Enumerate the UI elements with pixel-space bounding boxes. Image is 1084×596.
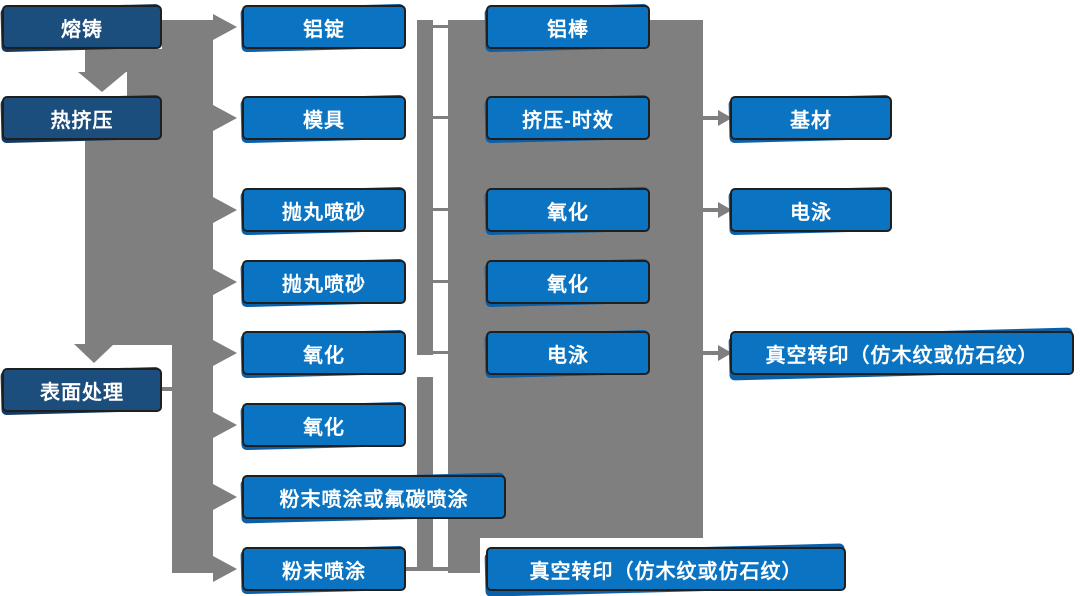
panel-arrow-stem-vacuum-transfer (703, 351, 718, 355)
connector-left-band-top (85, 49, 172, 72)
rail-arrow-to-aluminum-ingot (213, 14, 237, 40)
node-powder-coating: 粉末喷涂 (242, 547, 406, 591)
node-oxidation-4: 氧化 (486, 260, 650, 304)
rail-arrow-to-oxidation-2 (213, 412, 237, 438)
node-shot-blast-1: 抛丸喷砂 (242, 188, 406, 232)
node-powder-or-fluorocarbon-coating: 粉末喷涂或氟碳喷涂 (242, 475, 506, 519)
down-arrow-to-hot-extrusion (78, 72, 126, 92)
tick-mid-rail-row4 (433, 280, 448, 283)
node-vacuum-transfer-1: 真空转印（仿木纹或仿石纹） (486, 547, 846, 591)
panel-arrow-stem-electrophoresis (703, 208, 718, 212)
node-shot-blast-2: 抛丸喷砂 (242, 260, 406, 304)
node-label: 粉末喷涂或氟碳喷涂 (279, 488, 469, 511)
node-label: 电泳 (547, 344, 589, 367)
node-label: 基材 (790, 109, 832, 132)
connector-center-panel-strip (448, 538, 480, 573)
tick-mid-rail-row3 (433, 208, 448, 211)
tick-powder-to-vacuum (406, 567, 448, 571)
tick-mid-rail-row2 (433, 116, 448, 119)
tick-mid-rail-row1 (433, 25, 448, 28)
node-oxidation-2: 氧化 (242, 403, 406, 447)
node-label: 氧化 (303, 344, 345, 367)
node-label: 真空转印（仿木纹或仿石纹） (529, 560, 803, 583)
node-label: 氧化 (547, 273, 589, 296)
rail-arrow-to-powder-coating (213, 556, 237, 582)
rail-arrow-to-mold (213, 105, 237, 131)
node-hot-extrusion: 热挤压 (2, 96, 162, 140)
node-label: 抛丸喷砂 (282, 201, 366, 224)
node-label: 氧化 (303, 416, 345, 439)
node-label: 挤压-时效 (522, 109, 614, 132)
node-vacuum-transfer-2: 真空转印（仿木纹或仿石纹） (730, 331, 1074, 375)
connector-melting-to-rail (162, 20, 174, 49)
node-extrusion-aging: 挤压-时效 (486, 96, 650, 140)
node-label: 真空转印（仿木纹或仿石纹） (765, 344, 1039, 367)
node-melting-casting: 熔铸 (2, 5, 162, 49)
down-arrow-to-surface-treatment (74, 344, 114, 363)
node-label: 热挤压 (50, 109, 114, 132)
rail-arrow-to-shot-blast-1 (213, 197, 237, 223)
rail-arrow-to-shot-blast-2 (213, 269, 237, 295)
rail-arrow-to-powder-fluorocarbon (213, 484, 237, 510)
node-label: 粉末喷涂 (282, 560, 366, 583)
node-label: 熔铸 (61, 18, 103, 41)
node-electrophoresis-2: 电泳 (730, 188, 892, 232)
node-label: 铝锭 (303, 18, 345, 41)
node-oxidation-3: 氧化 (486, 188, 650, 232)
node-label: 表面处理 (40, 381, 124, 404)
node-surface-treatment: 表面处理 (2, 368, 162, 412)
node-label: 氧化 (547, 201, 589, 224)
node-electrophoresis-1: 电泳 (486, 331, 650, 375)
tick-mid-rail-row5 (433, 351, 448, 354)
rail-arrow-to-oxidation-1 (213, 340, 237, 366)
node-aluminum-ingot: 铝锭 (242, 5, 406, 49)
node-label: 模具 (303, 109, 345, 132)
connector-mid-rail-upper (417, 20, 433, 355)
node-base-material: 基材 (730, 96, 892, 140)
connector-left-band-mid (127, 72, 172, 98)
node-oxidation-1: 氧化 (242, 331, 406, 375)
connector-surface-to-rail (162, 387, 174, 391)
node-label: 电泳 (790, 201, 832, 224)
node-aluminum-rod: 铝棒 (486, 5, 650, 49)
node-label: 抛丸喷砂 (282, 273, 366, 296)
node-label: 铝棒 (547, 18, 589, 41)
node-mold: 模具 (242, 96, 406, 140)
connector-left-rail (172, 20, 213, 573)
panel-arrow-stem-base-material (703, 116, 718, 120)
